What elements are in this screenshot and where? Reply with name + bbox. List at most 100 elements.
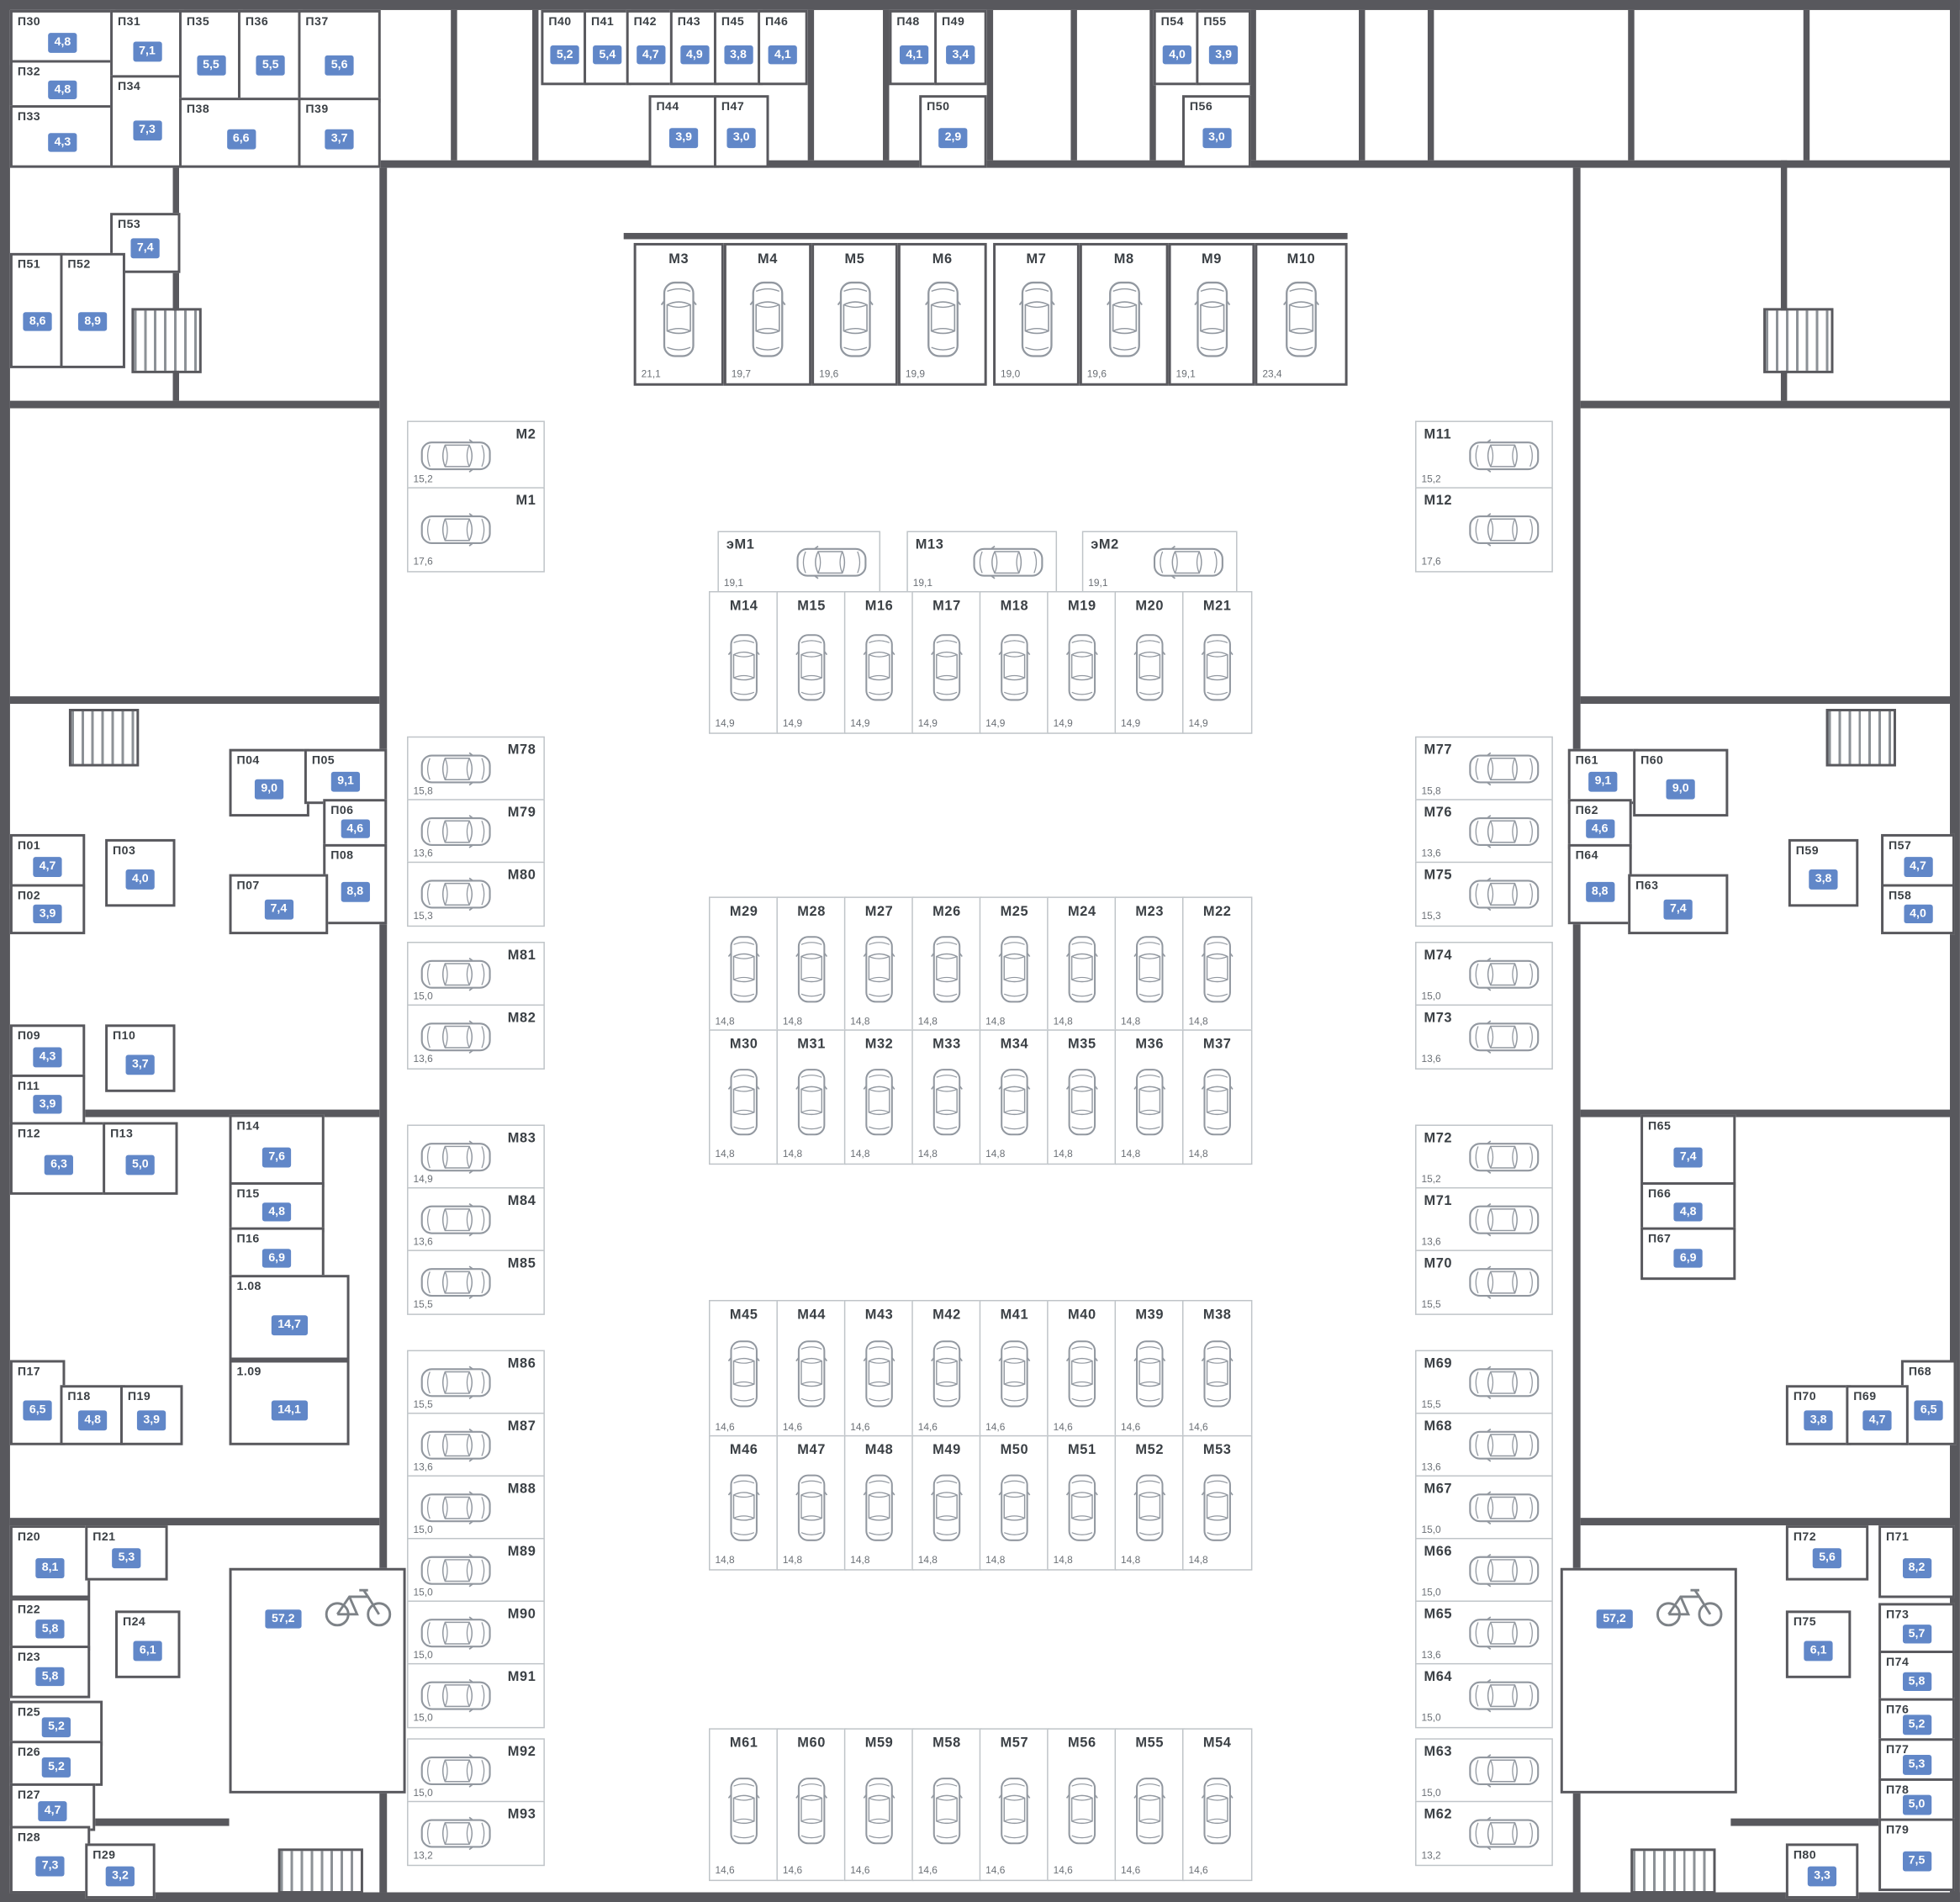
area-badge[interactable]: 4,7 <box>33 857 62 877</box>
area-badge[interactable]: 4,3 <box>48 132 77 152</box>
area-badge[interactable]: 3,9 <box>1208 45 1239 65</box>
area-badge[interactable]: 9,0 <box>254 779 284 799</box>
area-badge[interactable]: 4,0 <box>1903 904 1933 924</box>
area-badge[interactable]: 3,0 <box>1202 128 1232 148</box>
area-badge[interactable]: 4,6 <box>1585 818 1614 838</box>
area-badge[interactable]: 14,7 <box>271 1315 308 1335</box>
area-badge[interactable]: 7,4 <box>1673 1148 1704 1168</box>
area-badge[interactable]: 3,8 <box>1804 1411 1833 1431</box>
area-badge[interactable]: 5,8 <box>1902 1672 1931 1692</box>
area-badge[interactable]: 3,9 <box>33 904 62 924</box>
area-badge[interactable]: 57,2 <box>265 1609 301 1629</box>
area-badge[interactable]: 3,8 <box>723 45 753 65</box>
area-badge[interactable]: 3,9 <box>136 1411 166 1431</box>
area-badge[interactable]: 6,5 <box>1914 1401 1943 1421</box>
area-badge[interactable]: 3,0 <box>726 128 757 148</box>
area-badge[interactable]: 3,4 <box>946 45 975 65</box>
area-badge[interactable]: 4,0 <box>125 869 156 890</box>
area-badge[interactable]: 4,6 <box>340 818 370 838</box>
area-badge[interactable]: 4,9 <box>679 45 710 65</box>
area-badge[interactable]: 7,3 <box>132 120 162 140</box>
area-badge[interactable]: 8,9 <box>77 311 108 332</box>
area-badge[interactable]: 5,2 <box>550 45 580 65</box>
area-badge[interactable]: 3,9 <box>33 1094 62 1114</box>
area-badge[interactable]: 8,8 <box>1585 881 1614 901</box>
area-badge[interactable]: 5,5 <box>256 55 286 75</box>
area-badge[interactable]: 7,1 <box>132 41 162 61</box>
area-badge[interactable]: 4,8 <box>1673 1202 1704 1222</box>
